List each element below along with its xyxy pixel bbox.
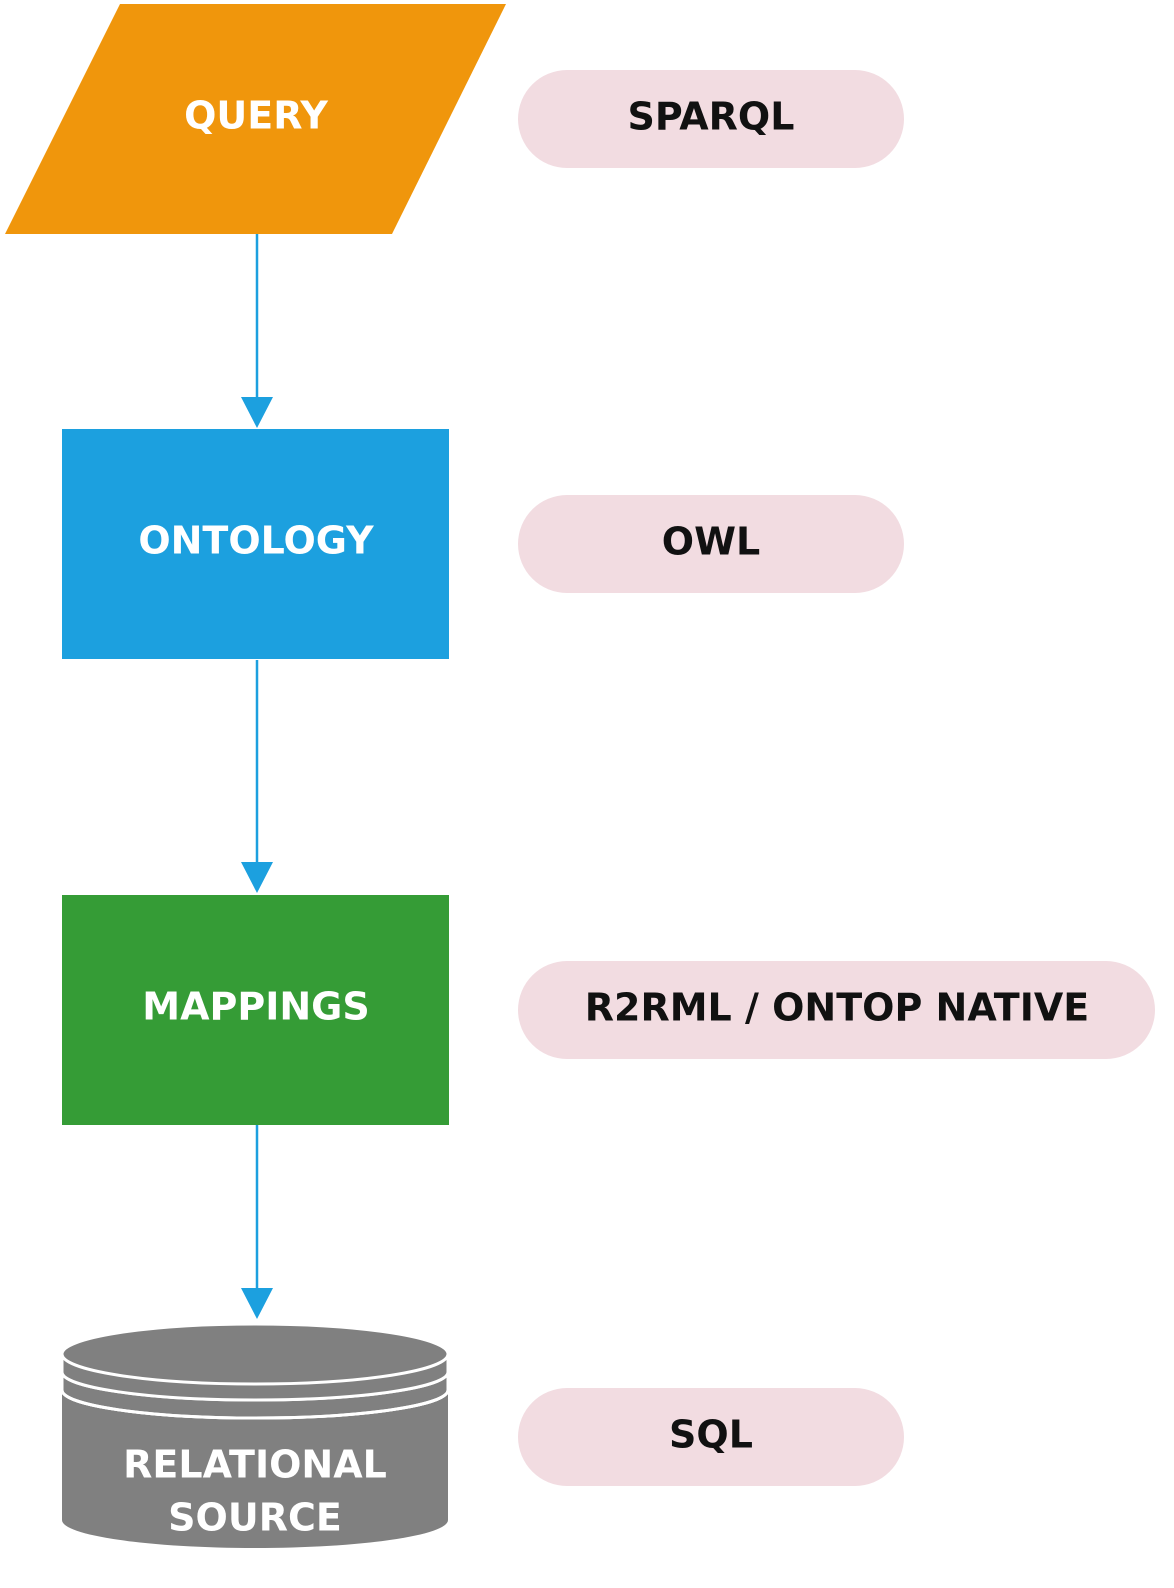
ontology-label: ONTOLOGY (138, 519, 374, 563)
pill-owl-label: OWL (662, 520, 760, 564)
connector-mappings-source (241, 1125, 273, 1319)
pill-sparql-label: SPARQL (628, 95, 795, 139)
relational-source-node: RELATIONAL SOURCE (60, 1322, 450, 1548)
query-label: QUERY (184, 94, 328, 138)
connector-query-ontology (241, 234, 273, 428)
pill-sql: SQL (518, 1388, 904, 1486)
arrowhead-icon (241, 397, 273, 428)
mappings-label: MAPPINGS (142, 985, 369, 1029)
arrowhead-icon (241, 1288, 273, 1319)
arrowhead-icon (241, 862, 273, 893)
pill-r2rml: R2RML / ONTOP NATIVE (518, 961, 1155, 1059)
pill-sparql: SPARQL (518, 70, 904, 168)
mappings-node: MAPPINGS (62, 895, 449, 1125)
pill-sql-label: SQL (669, 1413, 753, 1457)
connector-ontology-mappings (241, 660, 273, 893)
relational-source-label-line1: RELATIONAL (123, 1443, 387, 1487)
mappings-shape (62, 895, 449, 1125)
pill-owl: OWL (518, 495, 904, 593)
pill-r2rml-label: R2RML / ONTOP NATIVE (585, 986, 1089, 1030)
query-node: QUERY (5, 4, 506, 234)
relational-source-label-line2: SOURCE (168, 1496, 342, 1540)
database-icon (60, 1322, 450, 1548)
ontology-node: ONTOLOGY (62, 429, 449, 659)
query-shape (5, 4, 506, 234)
ontology-shape (62, 429, 449, 659)
